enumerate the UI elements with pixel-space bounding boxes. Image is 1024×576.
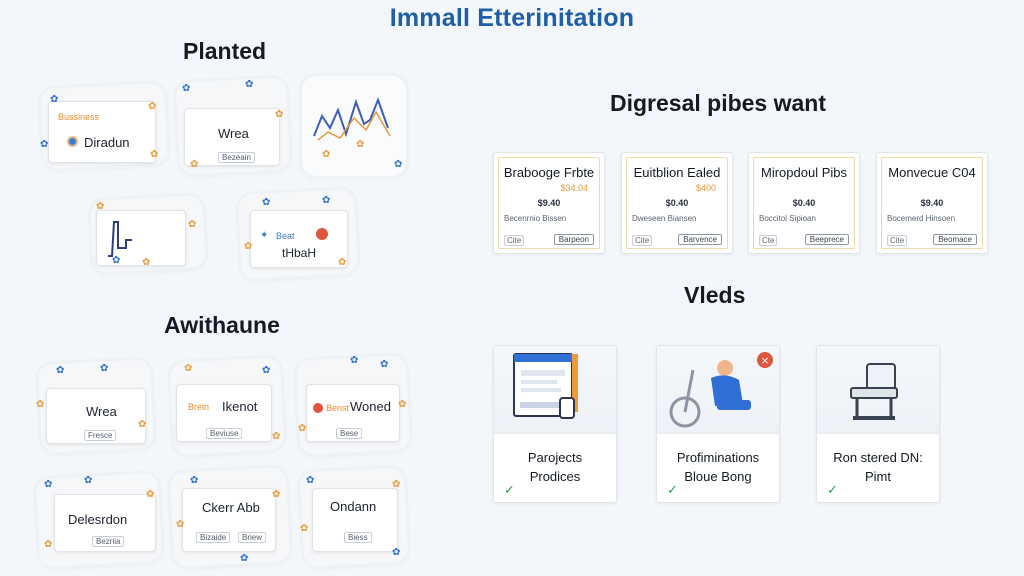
section-title-pricing: Digresal pibes want [610,90,827,116]
price-card-tag: $34.04 [560,183,588,193]
awithaune-card-4-label: Delesrdon [68,512,128,527]
price-card-3[interactable]: Miropdoul Pibs $0.40 Boccitol Sipioan Ct… [748,152,860,254]
feature-card-subtitle: Bloue Bong [684,469,752,484]
section-title-vleds: Vleds [684,282,746,308]
planted-card-2-label: Wrea [218,126,249,141]
feature-card-2[interactable]: × Profiminations Bloue Bong ✓ [656,345,780,503]
planted-card-2-button[interactable]: Bezeain [218,152,255,163]
awithaune-card-2-button[interactable]: Beviuse [206,428,243,439]
check-icon: ✓ [667,482,678,497]
person-chair-icon: × [669,352,773,428]
feature-card-subtitle: Prodices [529,469,581,484]
awithaune-card-5-button[interactable]: Bizaide [196,532,231,543]
awithaune-card-6-label: Ondann [330,499,377,514]
feature-card-title: Profiminations [676,450,760,465]
awithaune-card-3-tag: Benst [326,403,350,413]
feature-card-title: Ron stered DN: [833,450,923,465]
price-card-price: $9.40 [920,198,944,208]
globe-icon [67,136,78,147]
awithaune-card-5-button-2[interactable]: Briew [238,532,267,543]
badge-icon [313,403,323,413]
awithaune-card-3-label: Woned [350,399,391,414]
planted-card-1-label: Diradun [84,135,130,150]
price-card-price: $0.40 [665,198,689,208]
planted-card-5-label: tHbaH [282,246,317,260]
feature-card-1[interactable]: Parojects Prodices ✓ [493,345,617,503]
price-card-1[interactable]: Brabooge Frbte $34.04 $9.40 Becenrnio Bi… [493,152,605,254]
awithaune-card-6-button[interactable]: Biess [344,532,372,543]
feature-card-3[interactable]: Ron stered DN: Pimt ✓ [816,345,940,503]
svg-text:×: × [760,354,769,367]
awithaune-card-4-button[interactable]: Bezriia [92,536,125,547]
price-card-button[interactable]: Barvence [678,234,722,245]
price-card-checkbox[interactable]: Cite [887,235,908,246]
price-card-button[interactable]: Beomace [933,234,977,245]
price-card-2[interactable]: Euitblion Ealed $400 $0.40 Dweseen Bians… [621,152,733,254]
line-chart-icon [313,97,391,141]
check-icon: ✓ [504,482,515,497]
awithaune-card-2-label: Ikenot [222,399,258,414]
price-card-meta: Becenrnio Bissen [504,214,567,223]
price-card-title: Miropdoul Pibs [761,165,847,180]
planted-card-1-tag: Bussiness [58,112,100,122]
price-card-title: Monvecue C04 [888,165,976,180]
feature-card-subtitle: Pimt [865,469,891,484]
price-card-title: Euitblion Ealed [633,165,721,180]
price-card-title: Brabooge Frbte [503,165,595,180]
section-title-awithaune: Awithaune [164,312,280,338]
price-card-checkbox[interactable]: Cte [759,235,778,246]
section-title-planted: Planted [183,38,267,64]
awithaune-card-3-button[interactable]: Bese [336,428,363,439]
price-card-button[interactable]: Barpeon [553,234,594,245]
awithaune-card-1-label: Wrea [86,404,117,419]
price-card-meta: Dweseen Biansen [632,214,697,223]
price-card-checkbox[interactable]: Cite [504,235,525,246]
badge-icon [316,228,328,240]
planted-card-5-tag: Beat [276,231,295,241]
sparkle-icon: ✦ [260,230,269,241]
price-card-4[interactable]: Monvecue C04 $9.40 Bocemerd Hinsoen Cite… [876,152,988,254]
price-card-meta: Bocemerd Hinsoen [887,214,956,223]
browser-window-icon [513,353,578,419]
page-title: Immall Etterinitation [389,4,635,32]
chair-icon [850,363,898,420]
price-card-button[interactable]: Beeprece [804,234,849,245]
feature-card-title: Parojects [527,450,583,465]
price-card-tag: $400 [695,183,716,193]
price-card-price: $0.40 [792,198,816,208]
price-card-price: $9.40 [537,198,561,208]
awithaune-card-5-label: Ckerr Abb [202,500,260,515]
sketch-icon [108,221,132,257]
price-card-meta: Boccitol Sipioan [759,214,816,223]
awithaune-card-2-tag: Brein [188,402,210,412]
check-icon: ✓ [827,482,838,497]
price-card-checkbox[interactable]: Cite [632,235,653,246]
awithaune-card-1-button[interactable]: Fresce [84,430,117,441]
